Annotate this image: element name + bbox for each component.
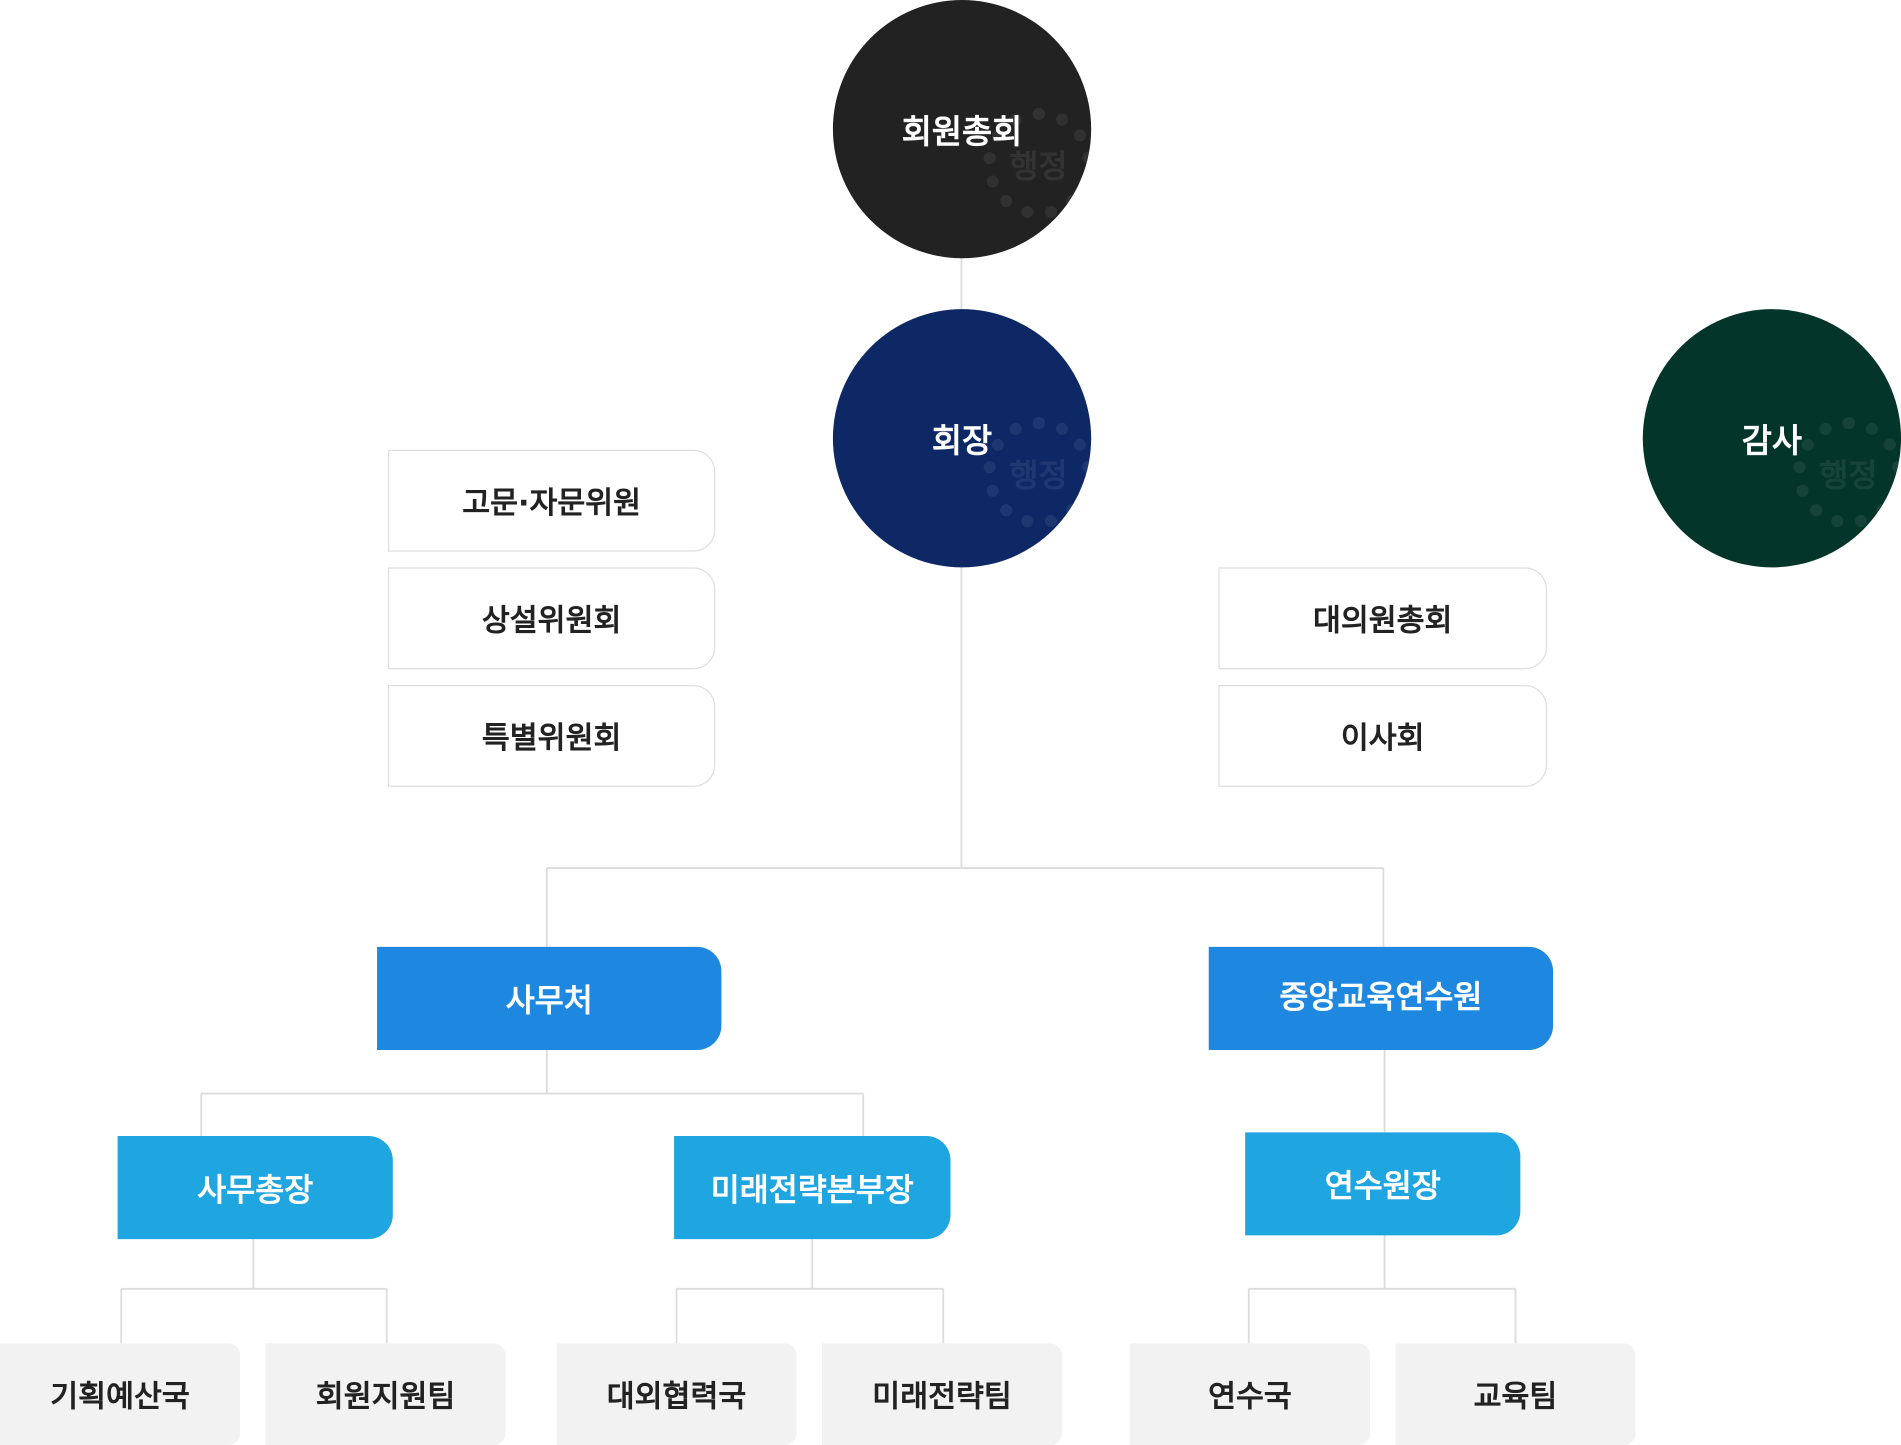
future-strategy-team-label: 미래전략팀	[872, 1378, 1012, 1414]
delegates-assembly-box: 대의원총회	[1218, 567, 1548, 670]
future-strategy-team-box: 미래전략팀	[822, 1343, 1063, 1445]
education-team-label: 교육팀	[1473, 1378, 1558, 1414]
secretariat-label: 사무처	[505, 983, 593, 1020]
president-label: 회장	[931, 423, 993, 461]
member-support-box: 회원지원팀	[265, 1343, 506, 1445]
seal-watermark: 행정	[982, 417, 1092, 530]
board-of-directors-box: 이사회	[1218, 685, 1548, 787]
special-committee-box: 특별위원회	[387, 685, 716, 787]
delegates-assembly-label: 대의원총회	[1313, 602, 1453, 638]
member-support-label: 회원지원팀	[315, 1378, 456, 1414]
auditor-node: 행정 감사	[1642, 309, 1901, 568]
education-team-box: 교육팀	[1395, 1343, 1636, 1445]
training-director-label: 연수원장	[1324, 1168, 1441, 1206]
secretariat-box: 사무처	[377, 946, 722, 1050]
general-assembly-label: 회원총회	[901, 113, 1023, 152]
training-director-box: 연수원장	[1245, 1132, 1521, 1236]
special-committee-label: 특별위원회	[481, 720, 622, 756]
general-assembly-node: 행정 회원총회	[832, 0, 1092, 259]
planning-budget-label: 기획예산국	[50, 1378, 190, 1414]
advisory-committee-label: 고문·자문위원	[462, 484, 642, 521]
training-bureau-label: 연수국	[1208, 1378, 1292, 1414]
board-of-directors-label: 이사회	[1340, 720, 1425, 756]
training-bureau-box: 연수국	[1129, 1343, 1371, 1445]
secretary-general-label: 사무총장	[197, 1172, 314, 1209]
seal-watermark: 행정	[1792, 417, 1901, 530]
auditor-label: 감사	[1741, 423, 1803, 461]
standing-committee-box: 상설위원회	[387, 567, 716, 670]
future-strategy-head-label: 미래전략본부장	[710, 1172, 914, 1209]
future-strategy-head-box: 미래전략본부장	[674, 1136, 951, 1240]
external-cooperation-box: 대외협력국	[556, 1343, 797, 1445]
external-cooperation-label: 대외협력국	[606, 1378, 747, 1414]
institute-label: 중앙교육연수원	[1279, 979, 1483, 1016]
secretary-general-box: 사무총장	[117, 1136, 393, 1240]
standing-committee-label: 상설위원회	[481, 602, 622, 638]
institute-box: 중앙교육연수원	[1208, 946, 1554, 1050]
advisory-committee-box: 고문·자문위원	[387, 449, 716, 552]
planning-budget-box: 기획예산국	[0, 1343, 241, 1445]
president-node: 행정 회장	[832, 309, 1092, 568]
